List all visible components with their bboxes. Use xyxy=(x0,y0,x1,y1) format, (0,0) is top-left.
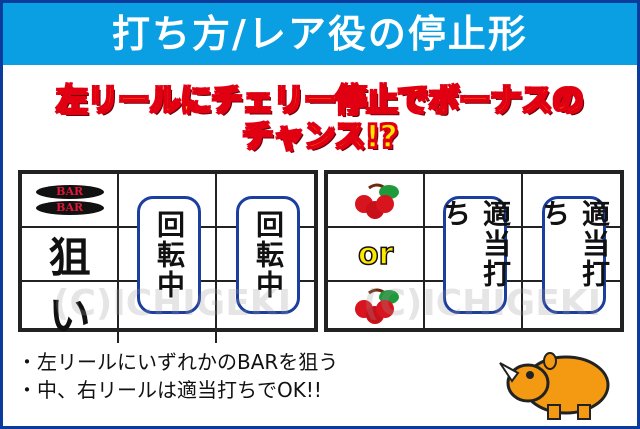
right-reel-spinning: 回転中 xyxy=(236,196,300,314)
middle-reel-spinning: 回転中 xyxy=(137,196,201,314)
notes: ・左リールにいずれかのBARを狙う ・中、右リールは適当打ちでOK!! xyxy=(17,348,338,404)
middle-reel-any: 適当打ち xyxy=(439,196,512,314)
cherry-icon xyxy=(354,288,399,324)
note-2: ・中、右リールは適当打ちでOK!! xyxy=(17,378,322,402)
headline-line-1: 左リールにチェリー停止でボーナスの xyxy=(56,82,585,120)
headline: 左リールにチェリー停止でボーナスの チャンス!? xyxy=(3,82,637,156)
left-reel-top: BAR BAR xyxy=(22,174,120,228)
page-title: 打ち方/レア役の停止形 xyxy=(3,3,637,65)
right-reel-any: 適当打ち xyxy=(538,196,611,314)
bar-symbol-icon: BAR BAR xyxy=(35,185,104,215)
cherry-icon xyxy=(354,183,399,219)
aim-label: 狙 xyxy=(48,232,91,282)
note-1: ・左リールにいずれかのBARを狙う xyxy=(17,350,339,374)
aim-label-2: い xyxy=(48,291,91,340)
rhino-mascot-icon xyxy=(499,352,610,420)
headline-line-2: チャンス!? xyxy=(242,118,399,156)
or-label: or xyxy=(357,236,394,273)
right-reel-table: or 適当打ち 適当打ち xyxy=(324,170,624,332)
left-reel-table: BAR BAR 狙 い 回転中 回転中 xyxy=(18,170,318,343)
